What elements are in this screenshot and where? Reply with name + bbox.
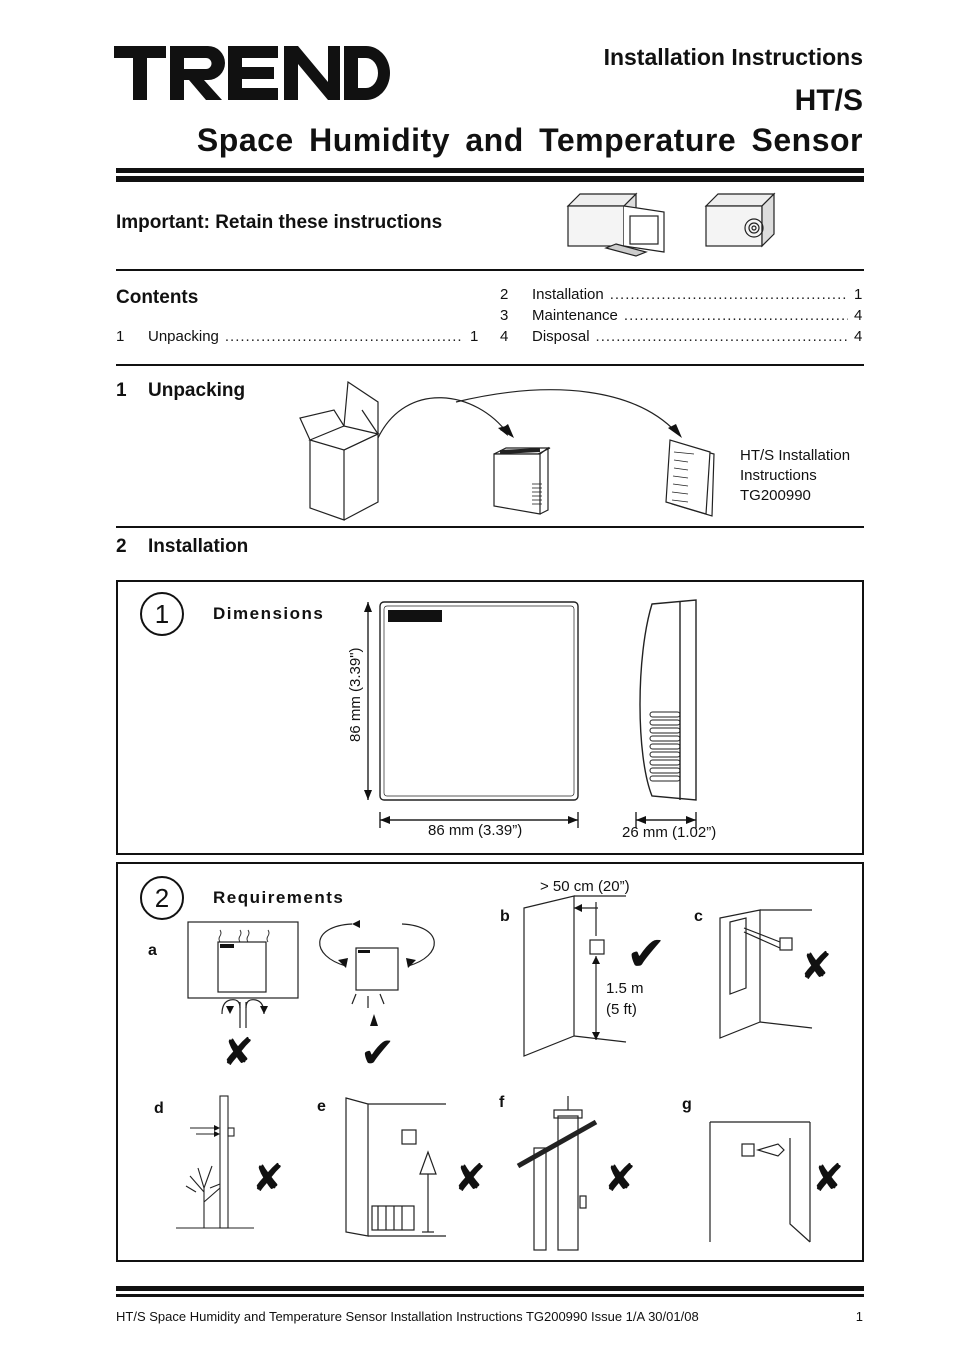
height-label-line: (5 ft): [606, 1001, 637, 1018]
toc-num: 4: [500, 328, 509, 345]
cross-icon: ✘: [454, 1158, 486, 1200]
step-number: 2: [140, 876, 184, 920]
footer-text: HT/S Space Humidity and Temperature Sens…: [116, 1309, 699, 1324]
height-label: 1.5 m (5 ft): [606, 978, 644, 1020]
scenario-letter: g: [682, 1096, 692, 1113]
scenario-letter: d: [154, 1100, 164, 1117]
step2-panel: [116, 862, 864, 1262]
cross-icon: ✘: [252, 1158, 284, 1200]
step2-label: Requirements: [213, 888, 345, 907]
scenario-a-illustration: [187, 920, 435, 1028]
toc-label: Disposal: [532, 328, 590, 345]
scenario-letter: c: [694, 908, 703, 925]
toc-item[interactable]: 3 Maintenance 4: [500, 307, 862, 324]
trend-logo: [114, 46, 390, 100]
height-dimension-label: 86 mm (3.39"): [347, 647, 364, 742]
toc-item[interactable]: 4 Disposal 4: [500, 328, 862, 345]
contents-heading: Contents: [116, 287, 199, 308]
scenario-letter: a: [148, 942, 157, 959]
important-notice: Important: Retain these instructions: [116, 212, 443, 233]
section-title-unpacking: Unpacking: [148, 380, 246, 401]
distance-label: > 50 cm (20”): [540, 878, 630, 895]
cross-icon: ✘: [604, 1158, 636, 1200]
doc-caption-line: HT/S Installation: [740, 447, 851, 464]
rule-after-unpacking: [116, 526, 864, 528]
doc-caption: HT/S Installation Instructions TG200990: [740, 446, 850, 506]
toc-num: 2: [500, 286, 509, 303]
header-rule-top: [116, 168, 864, 173]
doc-caption-line: Instructions: [740, 467, 817, 484]
toc-item[interactable]: 1 Unpacking 1: [116, 328, 478, 345]
toc-leader: [624, 307, 848, 324]
toc-page: 1: [470, 328, 479, 345]
toc-label: Maintenance: [532, 307, 618, 324]
footer-rule-top: [116, 1286, 864, 1291]
toc-num: 1: [116, 328, 125, 345]
section-number: 2: [116, 536, 127, 557]
section-title-installation: Installation: [148, 536, 249, 557]
depth-dimension-label: 26 mm (1.02”): [622, 824, 717, 841]
cross-icon: ✘: [222, 1032, 254, 1074]
rule-after-contents: [116, 364, 864, 366]
width-dimension-label: 86 mm (3.39”): [428, 822, 523, 839]
toc-item[interactable]: 2 Installation 1: [500, 286, 862, 303]
check-icon: ✔: [360, 1029, 396, 1076]
footer-rule-bottom: [116, 1294, 864, 1297]
step-number: 1: [140, 592, 184, 636]
toc-label: Installation: [532, 286, 604, 303]
toc-num: 3: [500, 307, 509, 324]
storage-illustration: [566, 192, 776, 257]
toc-leader: [225, 328, 464, 345]
scenario-e-illustration: [345, 1097, 446, 1237]
scenario-d-illustration: [176, 1095, 254, 1229]
section-number: 1: [116, 380, 127, 401]
height-label-line: 1.5 m: [606, 980, 644, 997]
scenario-g-illustration: [709, 1121, 811, 1243]
document-type: Installation Instructions: [603, 44, 863, 70]
cross-icon: ✘: [800, 946, 832, 988]
unpacking-illustration: [299, 380, 715, 521]
rule-after-important: [116, 269, 864, 271]
scenario-b-illustration: [523, 895, 627, 1057]
scenario-letter: f: [499, 1094, 505, 1111]
toc-page: 4: [854, 328, 863, 345]
toc-page: 1: [854, 286, 863, 303]
product-model: HT/S: [794, 84, 863, 117]
toc-page: 4: [854, 307, 863, 324]
toc-label: Unpacking: [148, 328, 219, 345]
scenario-f-illustration: [516, 1096, 598, 1251]
header-rule-bottom: [116, 176, 864, 182]
dimensions-drawing: [364, 599, 697, 828]
check-icon: ✔: [626, 928, 667, 981]
cross-icon: ✘: [812, 1158, 844, 1200]
toc-leader: [596, 328, 848, 345]
step1-label: Dimensions: [213, 604, 325, 623]
footer-page-number: 1: [855, 1309, 863, 1324]
scenario-letter: e: [317, 1098, 326, 1115]
scenario-letter: b: [500, 908, 510, 925]
doc-caption-line: TG200990: [740, 487, 811, 504]
product-title: Space Humidity and Temperature Sensor: [196, 122, 863, 158]
step1-panel: [116, 580, 864, 855]
scenario-c-illustration: [719, 909, 813, 1039]
toc-leader: [610, 286, 848, 303]
